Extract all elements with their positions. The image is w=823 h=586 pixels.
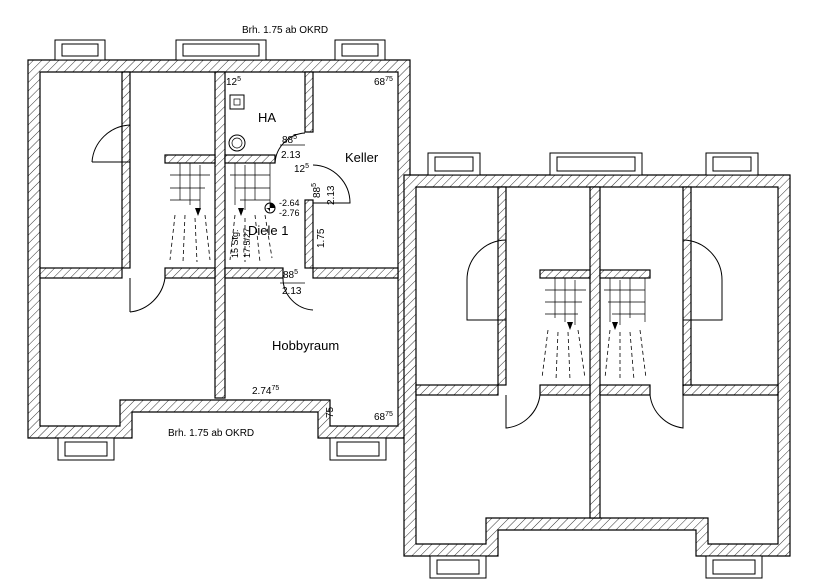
dim-door3-width: 885: [283, 269, 298, 281]
dim-door2-height: 2.13: [326, 185, 337, 205]
door-swing-left-lower: [129, 277, 166, 313]
room-label-diele: Diele 1: [248, 223, 288, 238]
window-bottom-2-inner: [336, 441, 380, 457]
door-swing-r4: [649, 394, 684, 429]
left-cross-wall-1: [39, 267, 123, 279]
window-top-3-inner: [341, 43, 379, 57]
room-label-hobbyraum: Hobbyraum: [272, 338, 339, 353]
right-cross-wall-3: [599, 384, 651, 396]
level-a: -2.64: [279, 198, 300, 208]
room-label-ha: HA: [258, 110, 276, 125]
dim-door3-height: 2.13: [282, 286, 302, 297]
window-r-bottom-1-inner: [436, 559, 480, 575]
left-party-wall: [214, 71, 226, 399]
room-label-keller: Keller: [345, 150, 379, 165]
right-inner-wall-a: [497, 186, 507, 386]
dim-door2-gap: 125: [294, 163, 309, 175]
left-inner-wall-c: [304, 199, 314, 269]
left-cross-wall-2: [164, 267, 216, 279]
left-inner-wall-b: [304, 71, 314, 133]
left-cross-wall-4: [312, 267, 399, 279]
window-bottom-1-inner: [64, 441, 108, 457]
sink-basin: [233, 98, 241, 106]
window-r-top-3-inner: [712, 156, 752, 172]
dim-hobby-width: 2.7475: [252, 385, 279, 397]
labels: Brh. 1.75 ab OKRD Brh. 1.75 ab OKRD HA K…: [168, 25, 393, 439]
right-cross-wall-1: [415, 384, 499, 396]
stair-wall-left: [164, 154, 216, 164]
door-swing-r2: [682, 239, 723, 321]
door-swing-r1: [466, 239, 507, 321]
dim-diele-height: 1.75: [316, 228, 327, 248]
left-cross-wall-3: [224, 267, 284, 279]
left-building: [27, 39, 411, 461]
window-r-top-2-inner: [556, 156, 636, 172]
sink-icon: [229, 94, 245, 110]
stair-left-pair: [169, 162, 273, 263]
note-sill-top: Brh. 1.75 ab OKRD: [242, 25, 328, 36]
right-building: [403, 152, 791, 579]
door-swing-keller: [312, 164, 351, 204]
toilet-icon: [228, 134, 246, 152]
stair-right-pair: [541, 277, 647, 381]
dim-keller-corner: 6875: [374, 76, 393, 88]
dim-ha-top: 125: [226, 76, 241, 88]
left-inner-wall-a: [121, 71, 131, 269]
dim-hobby-side: 75: [325, 406, 336, 418]
right-party-wall: [589, 186, 601, 519]
stair-steps-label: 15 Stg.: [230, 229, 240, 258]
window-r-top-1-inner: [434, 156, 474, 172]
door-swing-r3: [505, 394, 541, 429]
dim-hobby-corner: 6875: [374, 411, 393, 423]
window-top-2-inner: [182, 43, 260, 57]
door-swing-ha: [274, 132, 306, 164]
note-sill-bottom: Brh. 1.75 ab OKRD: [168, 428, 254, 439]
right-stair-wall-left: [539, 269, 591, 279]
stair-ratio-label: 17.5/27: [242, 228, 252, 258]
window-top-1-inner: [61, 43, 99, 57]
toilet-inner: [231, 137, 243, 149]
stair-wall-right: [224, 154, 276, 164]
level-b: -2.76: [279, 208, 300, 218]
dim-door2-width: 885: [311, 183, 323, 198]
right-cross-wall-2: [539, 384, 591, 396]
right-stair-wall-right: [599, 269, 651, 279]
dim-door1-height: 2.13: [281, 150, 301, 161]
door-swing-left-upper: [91, 124, 131, 165]
dim-door1-width: 885: [282, 134, 297, 146]
right-inner-wall-b: [682, 186, 692, 386]
window-r-bottom-2-inner: [712, 559, 756, 575]
right-cross-wall-4: [682, 384, 779, 396]
